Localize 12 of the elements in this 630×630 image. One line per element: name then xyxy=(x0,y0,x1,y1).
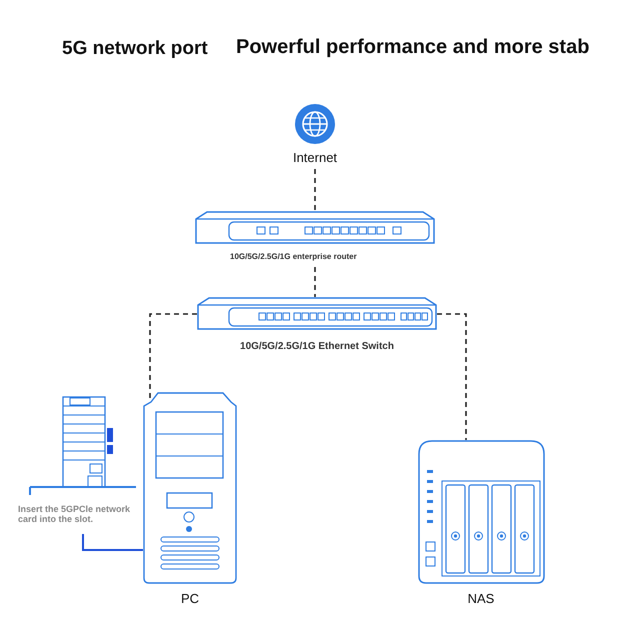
cable-line xyxy=(82,534,143,551)
device-caption: PC xyxy=(180,592,200,607)
device-caption: 10G/5G/2.5G/1G enterprise router xyxy=(229,252,357,262)
dashed-connector xyxy=(314,267,316,297)
device-caption: 10G/5G/2.5G/1G Ethernet Switch xyxy=(240,341,394,352)
node-label: Internet xyxy=(292,151,338,166)
title: 5G network port xyxy=(62,38,208,60)
dashed-connector xyxy=(437,313,467,440)
headline: Powerful performance and more stab xyxy=(236,36,590,59)
dashed-connector xyxy=(314,169,316,211)
instruction-note: Insert the 5GPCle network card into the slot. xyxy=(18,504,132,525)
device-caption: NAS xyxy=(468,592,494,607)
